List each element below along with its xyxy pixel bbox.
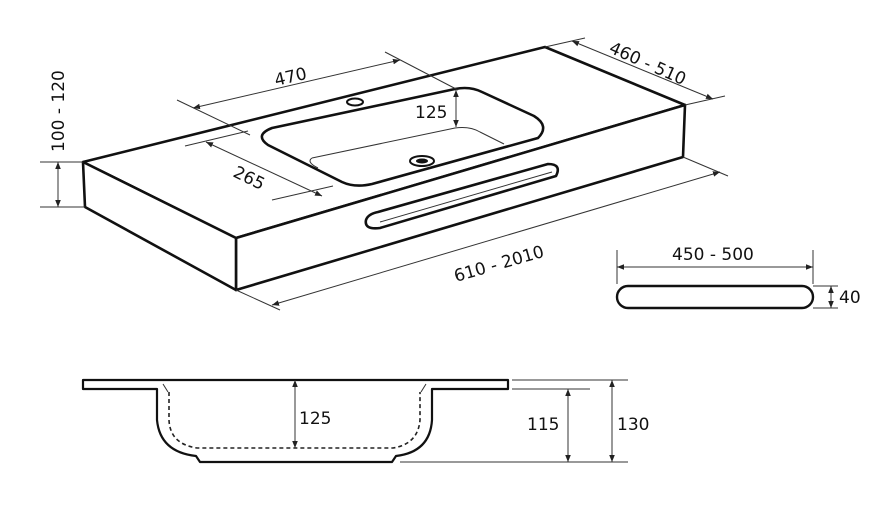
section-basin-depth-label: 125 xyxy=(299,409,331,429)
towel-handle-profile xyxy=(615,284,815,310)
basin-width-label: 470 xyxy=(273,64,309,91)
basin-opening xyxy=(260,86,545,187)
handle-detail: 450 - 500 40 xyxy=(615,245,861,310)
drain-hole-icon xyxy=(416,158,428,164)
handle-length-label: 450 - 500 xyxy=(672,245,754,265)
section-inner-height-label: 115 xyxy=(527,415,559,435)
handle-height-label: 40 xyxy=(839,288,861,308)
basin-inner-wall xyxy=(311,127,505,159)
section-total-height-label: 130 xyxy=(617,415,649,435)
cross-section: 125 115 130 xyxy=(81,378,649,464)
countertop-isometric xyxy=(81,45,687,292)
length-range-label: 610 - 2010 xyxy=(452,242,547,287)
height-range-label: 100 - 120 xyxy=(49,70,69,152)
faucet-hole-icon xyxy=(346,97,364,107)
basin-depth-top-label: 125 xyxy=(415,103,447,123)
